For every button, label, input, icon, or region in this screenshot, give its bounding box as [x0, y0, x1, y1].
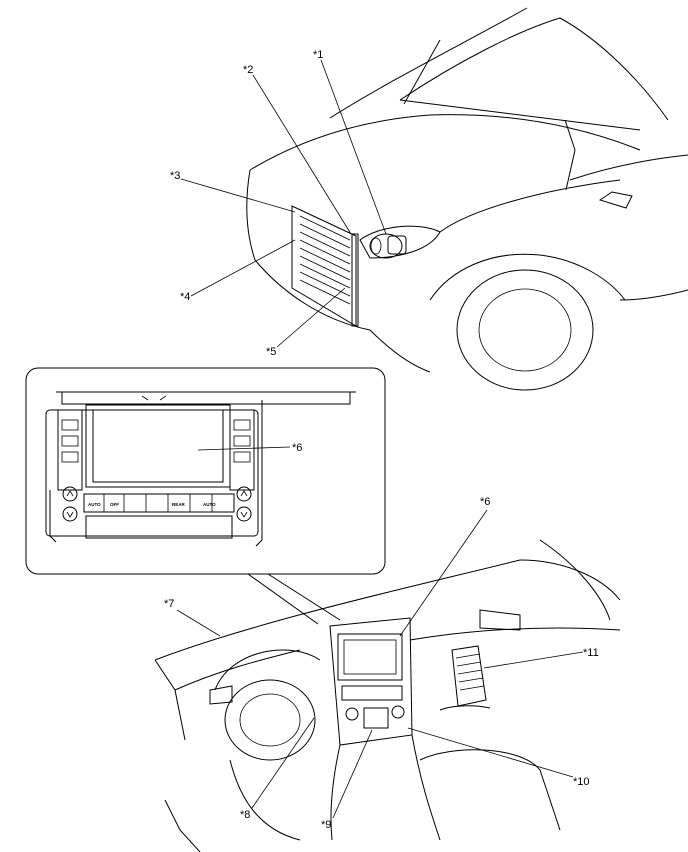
callout-11: *11	[583, 647, 599, 659]
auto2-button-label: AUTO	[203, 502, 216, 507]
callout-4: *4	[180, 291, 190, 303]
callout-6-inset: *6	[292, 442, 302, 454]
callout-5: *5	[266, 346, 276, 358]
leader-lines-upper	[180, 59, 387, 348]
callout-9: *9	[321, 819, 331, 831]
callout-1: *1	[313, 49, 323, 61]
auto-button-label: AUTO	[88, 502, 101, 507]
callout-8: *8	[240, 809, 250, 821]
compressor	[369, 233, 407, 259]
condenser	[291, 205, 359, 327]
callout-6-dash: *6	[480, 496, 490, 508]
rear-button-label: REAR	[172, 502, 186, 507]
control-panel-inset: AUTO OFF REAR AUTO	[25, 367, 386, 625]
leader-lines-lower	[176, 509, 584, 819]
callout-3: *3	[170, 170, 180, 182]
callout-2: *2	[243, 64, 253, 76]
vehicle-front-illustration	[246, 7, 688, 391]
dashboard-illustration	[154, 539, 621, 852]
callout-7: *7	[164, 598, 174, 610]
callout-10: *10	[573, 776, 590, 788]
off-button-label: OFF	[110, 502, 119, 507]
